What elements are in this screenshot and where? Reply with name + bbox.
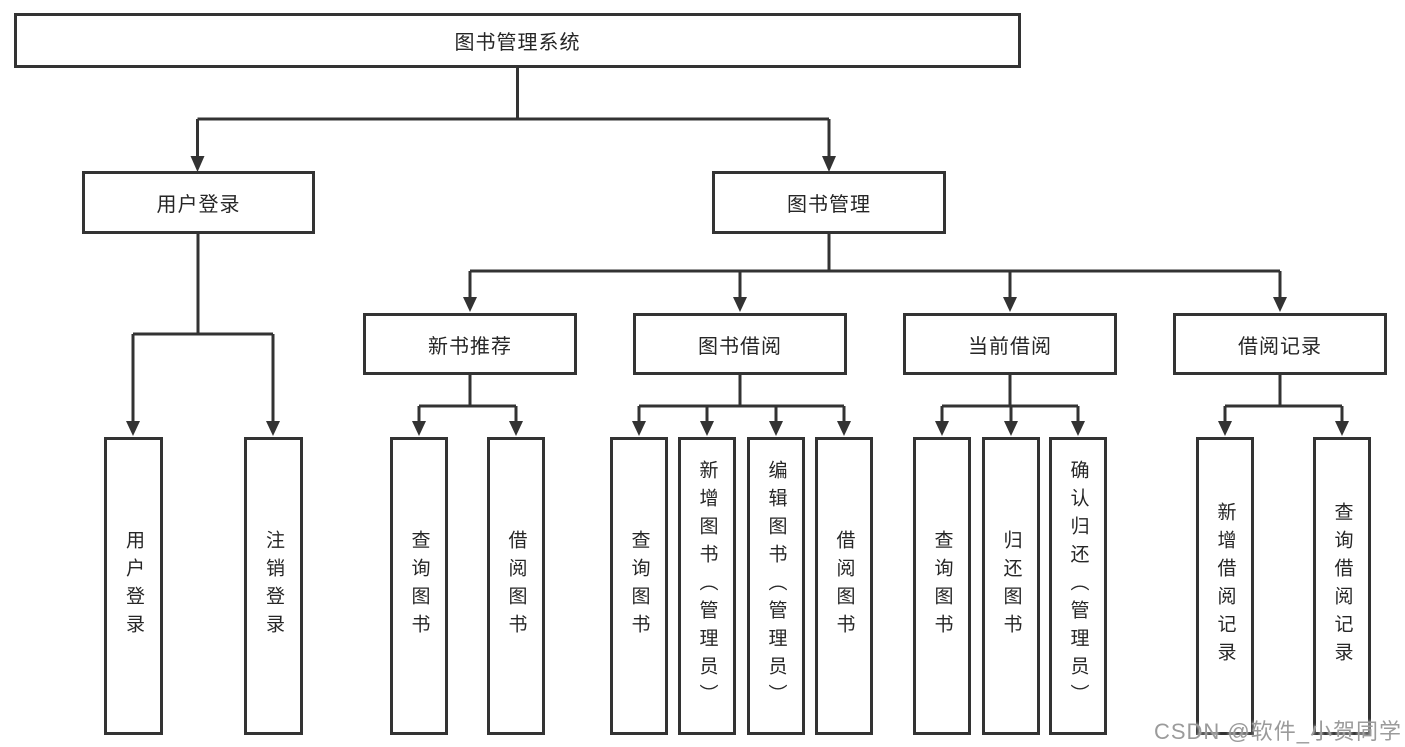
arrow-down [822,156,836,172]
connector-current-borrow-to-leaves [940,375,1080,423]
leaf-return-books: 归还图书 [982,437,1040,735]
leaf-label: 用户登录 [123,530,144,642]
node-library-system: 图书管理系统 [14,13,1021,68]
leaf-query-books-recommend: 查询图书 [390,437,448,735]
arrow-down [126,421,140,436]
leaf-query-books-current: 查询图书 [913,437,971,735]
leaf-label: 新增图书（管理员） [696,460,718,712]
leaf-confirm-return-admin: 确认归还（管理员） [1049,437,1107,735]
leaf-label: 查询图书 [408,530,430,642]
leaf-label: 编辑图书（管理员） [765,460,787,712]
leaf-borrow-books-recommend: 借阅图书 [487,437,545,735]
arrow-down [837,421,851,436]
leaf-label: 归还图书 [1000,530,1022,642]
arrow-down [733,297,747,312]
leaf-label: 查询借阅记录 [1331,502,1353,670]
watermark-text: CSDN @软件_小贺同学 [1153,719,1402,744]
arrow-down [412,421,426,436]
arrow-down [935,421,949,436]
leaf-label: 注销登录 [263,530,284,642]
arrow-down [1273,297,1287,312]
connector-book-borrow-to-leaves [637,375,846,423]
node-borrow-records: 借阅记录 [1173,313,1387,375]
arrow-down [1003,297,1017,312]
connector-root-to-level2 [196,68,831,157]
leaf-label: 借阅图书 [833,530,855,642]
arrow-down [266,421,280,436]
node-current-borrow: 当前借阅 [903,313,1117,375]
node-new-book-recommend: 新书推荐 [363,313,577,375]
arrow-down [1071,421,1085,436]
arrow-down [632,421,646,436]
arrow-down [769,421,783,436]
leaf-add-books-admin: 新增图书（管理员） [678,437,736,735]
arrow-down [463,297,477,312]
leaf-label: 查询图书 [628,530,650,642]
connector-book-management-to-level3 [468,234,1282,299]
leaf-label: 新增借阅记录 [1214,502,1236,670]
leaf-borrow-books: 借阅图书 [815,437,873,735]
connector-new-book-to-leaves [417,375,518,423]
arrow-down [1218,421,1232,436]
node-book-borrow: 图书借阅 [633,313,847,375]
leaf-label: 借阅图书 [505,530,527,642]
leaf-add-borrow-record: 新增借阅记录 [1196,437,1254,735]
node-user-login: 用户登录 [82,171,315,234]
arrow-down [190,156,205,172]
leaf-query-borrow-record: 查询借阅记录 [1313,437,1371,735]
arrow-down [509,421,523,436]
connector-user-login-to-leaves [131,234,275,423]
leaf-label: 查询图书 [931,530,953,642]
arrow-down [1004,421,1018,436]
leaf-logout: 注销登录 [244,437,303,735]
arrow-down [700,421,714,436]
leaf-label: 确认归还（管理员） [1067,460,1089,712]
arrow-down [1335,421,1349,436]
leaf-edit-books-admin: 编辑图书（管理员） [747,437,805,735]
leaf-query-books-borrow: 查询图书 [610,437,668,735]
leaf-user-login: 用户登录 [104,437,163,735]
node-book-management: 图书管理 [712,171,946,234]
connector-borrow-records-to-leaves [1223,375,1344,423]
